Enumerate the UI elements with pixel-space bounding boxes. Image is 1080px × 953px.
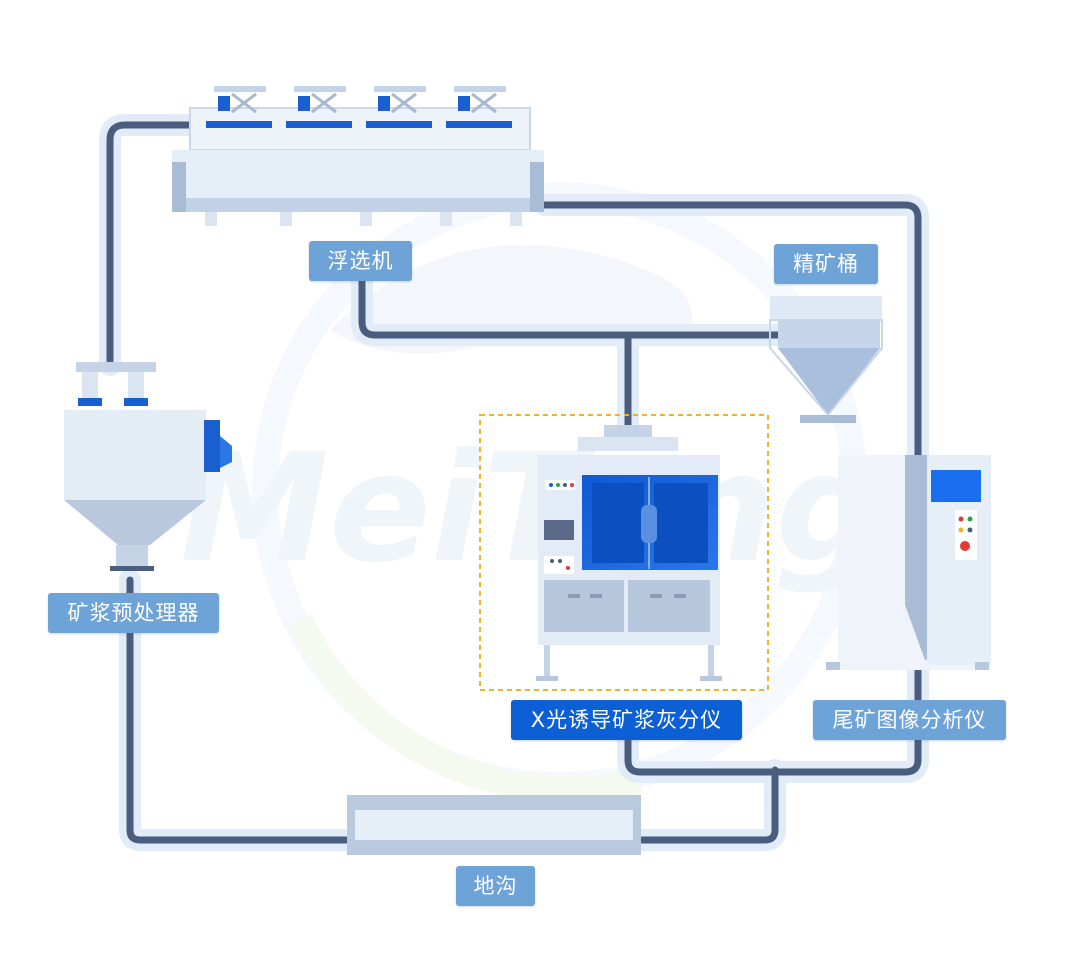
control-cabinet-icon <box>826 455 991 670</box>
flotation-cell-4 <box>446 86 512 128</box>
label-slurry-pretreatment: 矿浆预处理器 <box>48 593 219 633</box>
flotation-cell-3 <box>366 86 432 128</box>
highlight-frame <box>479 414 769 691</box>
label-xray-ash-analyzer: X光诱导矿浆灰分仪 <box>511 700 742 740</box>
flotation-cells-icon <box>172 86 544 226</box>
watermark: MeiTong <box>180 182 883 803</box>
pipe-network <box>99 114 929 851</box>
label-tailings-image-analyzer: 尾矿图像分析仪 <box>813 700 1006 740</box>
flotation-cell-1 <box>206 86 272 128</box>
label-flotation-machine: 浮选机 <box>309 241 412 281</box>
analyzer-cabinet-icon <box>536 425 722 681</box>
label-concentrate-tank: 精矿桶 <box>774 244 878 284</box>
label-trench: 地沟 <box>456 866 535 906</box>
watermark-text: MeiTong <box>180 422 883 596</box>
hopper-tank-icon <box>769 296 883 423</box>
flotation-cell-2 <box>286 86 352 128</box>
trench-channel-icon <box>347 795 641 855</box>
cyclone-hopper-icon <box>64 362 232 571</box>
